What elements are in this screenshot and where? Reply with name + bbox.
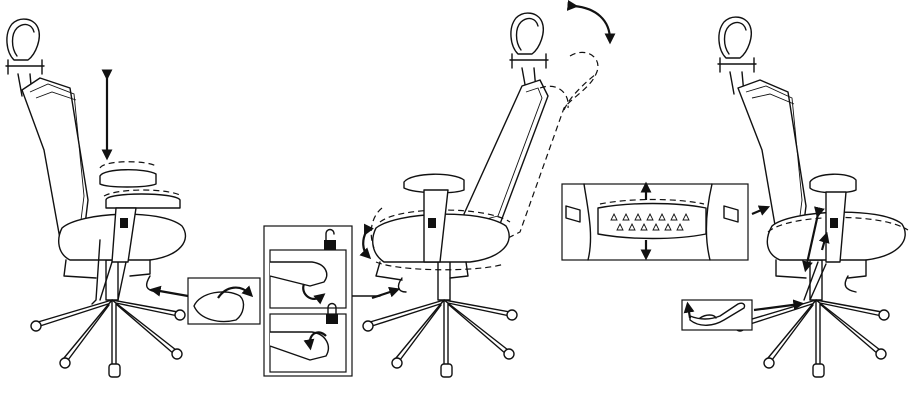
lumbar-pad-icon bbox=[597, 198, 707, 240]
chair-backrest-tilt bbox=[263, 0, 616, 378]
unlock-icon bbox=[324, 228, 336, 250]
headrest bbox=[717, 16, 757, 95]
height-lever-inset bbox=[681, 299, 753, 331]
chair-armrest-height bbox=[5, 18, 261, 378]
lock-icon bbox=[326, 302, 338, 324]
chair-lumbar-seat-height bbox=[561, 16, 909, 378]
paddle-lever-inset bbox=[187, 277, 261, 325]
headrest bbox=[509, 12, 549, 91]
lock-lever-inset bbox=[263, 225, 353, 377]
tilt-arrow-icon bbox=[566, 0, 616, 45]
paddle-lever-icon bbox=[217, 285, 254, 299]
height-lever-icon bbox=[683, 301, 746, 326]
lumbar-inset bbox=[561, 181, 749, 261]
